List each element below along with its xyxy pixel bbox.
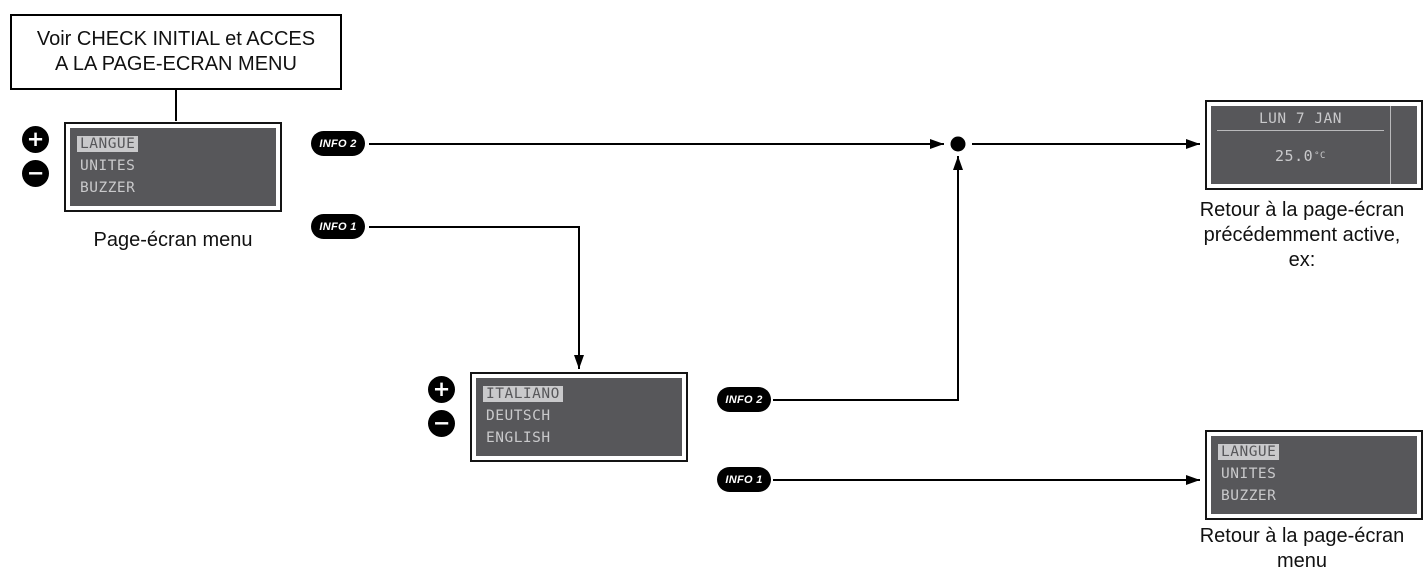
arrow-info2-language-to-dot bbox=[773, 156, 963, 401]
home-temperature: 25.0°C bbox=[1217, 131, 1384, 181]
language-item-selected: ITALIANO bbox=[483, 383, 675, 405]
note-box: Voir CHECK INITIAL et ACCES A LA PAGE-EC… bbox=[10, 14, 342, 90]
home-screen-main: LUN 7 JAN 25.0°C bbox=[1211, 106, 1390, 184]
info2-button: INFO 2 bbox=[311, 131, 365, 156]
menu-item-selected: LANGUE bbox=[1218, 441, 1410, 463]
home-date: LUN 7 JAN bbox=[1217, 109, 1384, 131]
language-item: ENGLISH bbox=[486, 430, 551, 446]
info1-button: INFO 1 bbox=[311, 214, 365, 239]
return-menu-screen-display: LANGUE UNITES BUZZER bbox=[1211, 436, 1417, 514]
plus-button: + bbox=[22, 126, 49, 153]
home-screen-right-column bbox=[1390, 106, 1417, 184]
info1-button: INFO 1 bbox=[717, 467, 771, 492]
note-box-line: A LA PAGE-ECRAN MENU bbox=[55, 53, 297, 75]
home-screen-caption: Retour à la page-écran précédemment acti… bbox=[1199, 199, 1405, 271]
menu-item: BUZZER bbox=[1221, 488, 1277, 504]
menu-screen: LANGUE UNITES BUZZER bbox=[64, 122, 282, 212]
home-screen-display: LUN 7 JAN 25.0°C bbox=[1211, 106, 1417, 184]
language-item: DEUTSCH bbox=[486, 408, 551, 424]
minus-button: − bbox=[22, 160, 49, 187]
plus-button: + bbox=[428, 376, 455, 403]
menu-item: UNITES bbox=[80, 158, 136, 174]
language-screen-display: ITALIANO DEUTSCH ENGLISH bbox=[476, 378, 682, 456]
menu-item-selected: LANGUE bbox=[77, 133, 269, 155]
arrow-info1-menu-to-language-screen bbox=[369, 226, 584, 369]
menu-screen-caption: Page-écran menu bbox=[93, 229, 253, 251]
return-menu-screen: LANGUE UNITES BUZZER bbox=[1205, 430, 1423, 520]
menu-item: BUZZER bbox=[80, 180, 136, 196]
menu-screen-display: LANGUE UNITES BUZZER bbox=[70, 128, 276, 206]
menu-item: UNITES bbox=[1221, 466, 1277, 482]
language-screen: ITALIANO DEUTSCH ENGLISH bbox=[470, 372, 688, 462]
home-screen: LUN 7 JAN 25.0°C bbox=[1205, 100, 1423, 190]
note-box-line: Voir CHECK INITIAL et ACCES bbox=[36, 28, 316, 50]
return-menu-caption: Retour à la page-écran menu bbox=[1199, 525, 1405, 572]
info2-button: INFO 2 bbox=[717, 387, 771, 412]
home-temperature-unit: °C bbox=[1314, 151, 1326, 161]
minus-button: − bbox=[428, 410, 455, 437]
home-temperature-value: 25.0 bbox=[1275, 147, 1314, 165]
junction-dot bbox=[950, 136, 966, 152]
